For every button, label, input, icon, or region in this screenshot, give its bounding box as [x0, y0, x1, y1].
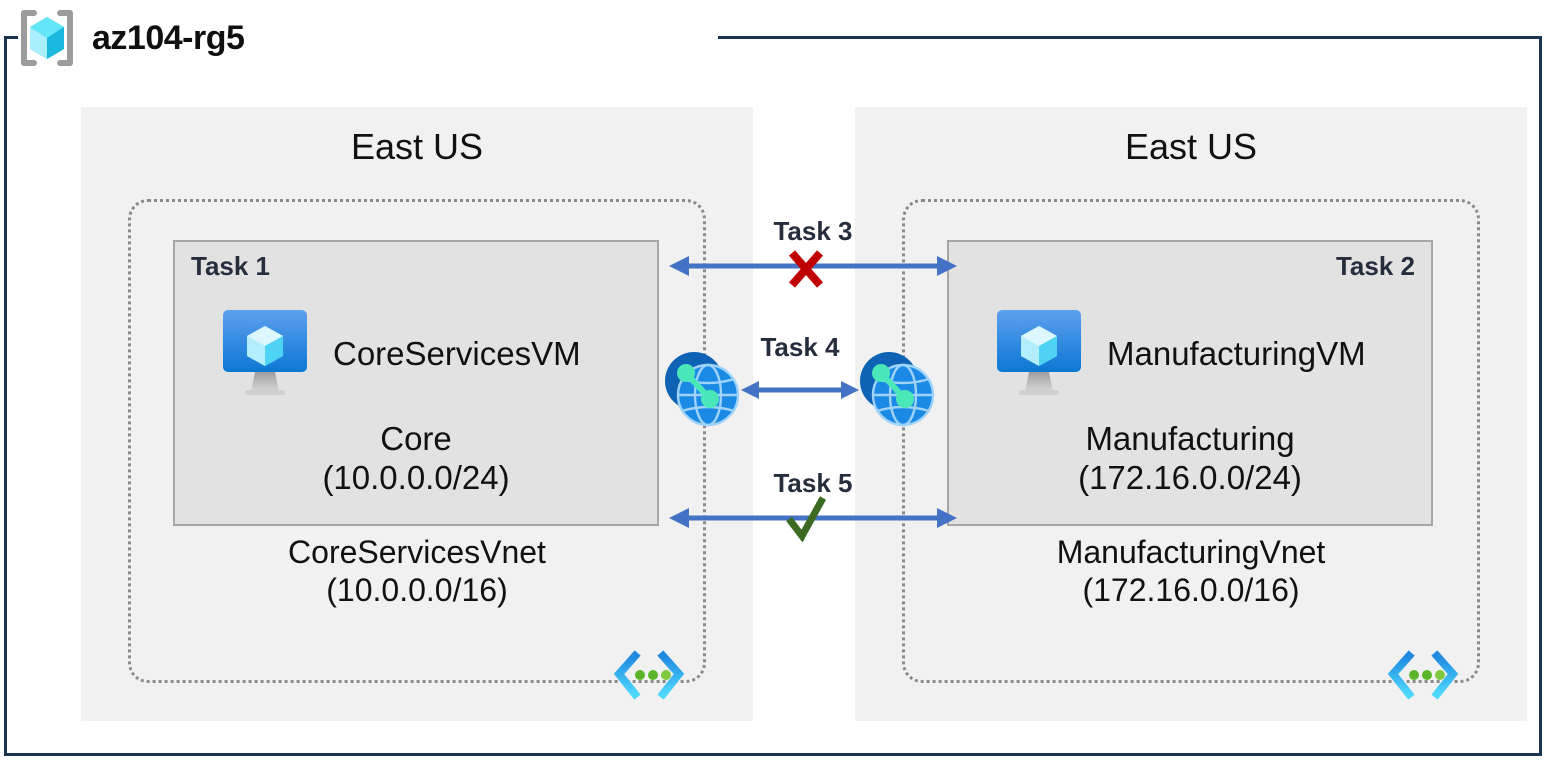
- vnet-cidr-manufacturing: (172.16.0.0/16): [1082, 571, 1300, 608]
- resource-group-name: az104-rg5: [92, 19, 245, 57]
- connector-label-task4: Task 4: [760, 332, 840, 362]
- vm-row-manufacturing: ManufacturingVM: [949, 306, 1431, 400]
- region-panel-right: East US Task 2: [855, 107, 1527, 721]
- vnet-cidr-core: (10.0.0.0/16): [326, 571, 508, 608]
- region-panel-left: East US Task 1: [81, 107, 753, 721]
- vm-row-core: CoreServicesVM: [175, 306, 657, 400]
- connector-label-task3: Task 3: [773, 216, 853, 246]
- vnet-name-manufacturing: ManufacturingVnet: [1056, 534, 1326, 570]
- virtual-network-icon: [1387, 650, 1459, 702]
- vnet-caption-manufacturing: ManufacturingVnet (172.16.0.0/16): [905, 534, 1477, 610]
- connector-label-task5: Task 5: [773, 468, 853, 498]
- subnet-caption-core: Core (10.0.0.0/24): [175, 420, 657, 498]
- vnet-manufacturing: Task 2: [902, 199, 1480, 700]
- subnet-task-label-1: Task 1: [191, 251, 271, 281]
- subnet-manufacturing: Task 2: [947, 240, 1433, 526]
- subnet-cidr-core: (10.0.0.0/24): [322, 458, 510, 496]
- resource-group-cube-icon: [16, 9, 78, 67]
- vnet-core-services: Task 1: [128, 199, 706, 700]
- vm-name-core: CoreServicesVM: [333, 334, 581, 372]
- region-label-left: East US: [350, 126, 484, 167]
- region-label-right: East US: [1124, 126, 1258, 167]
- virtual-machine-icon: [219, 306, 311, 400]
- subnet-task-label-2: Task 2: [1335, 251, 1415, 281]
- subnet-core: Task 1: [173, 240, 659, 526]
- subnet-name-manufacturing: Manufacturing: [1085, 420, 1295, 457]
- subnet-cidr-manufacturing: (172.16.0.0/24): [1078, 458, 1302, 496]
- resource-group-title-notch: [18, 20, 718, 56]
- red-x-icon: [786, 248, 826, 290]
- resource-group-header: az104-rg5: [16, 6, 245, 70]
- vnet-peering-icon: [855, 347, 939, 431]
- vnet-name-core: CoreServicesVnet: [288, 534, 546, 570]
- subnet-caption-manufacturing: Manufacturing (172.16.0.0/24): [949, 420, 1431, 498]
- green-check-icon: [784, 492, 828, 543]
- connector-arrow-task4: [738, 374, 862, 406]
- resource-group-frame: [4, 36, 1542, 756]
- subnet-name-core: Core: [380, 420, 452, 457]
- vnet-peering-icon: [660, 347, 744, 431]
- virtual-machine-icon: [993, 306, 1085, 400]
- virtual-network-icon: [613, 650, 685, 702]
- vm-name-manufacturing: ManufacturingVM: [1107, 334, 1366, 372]
- vnet-caption-core: CoreServicesVnet (10.0.0.0/16): [131, 534, 703, 610]
